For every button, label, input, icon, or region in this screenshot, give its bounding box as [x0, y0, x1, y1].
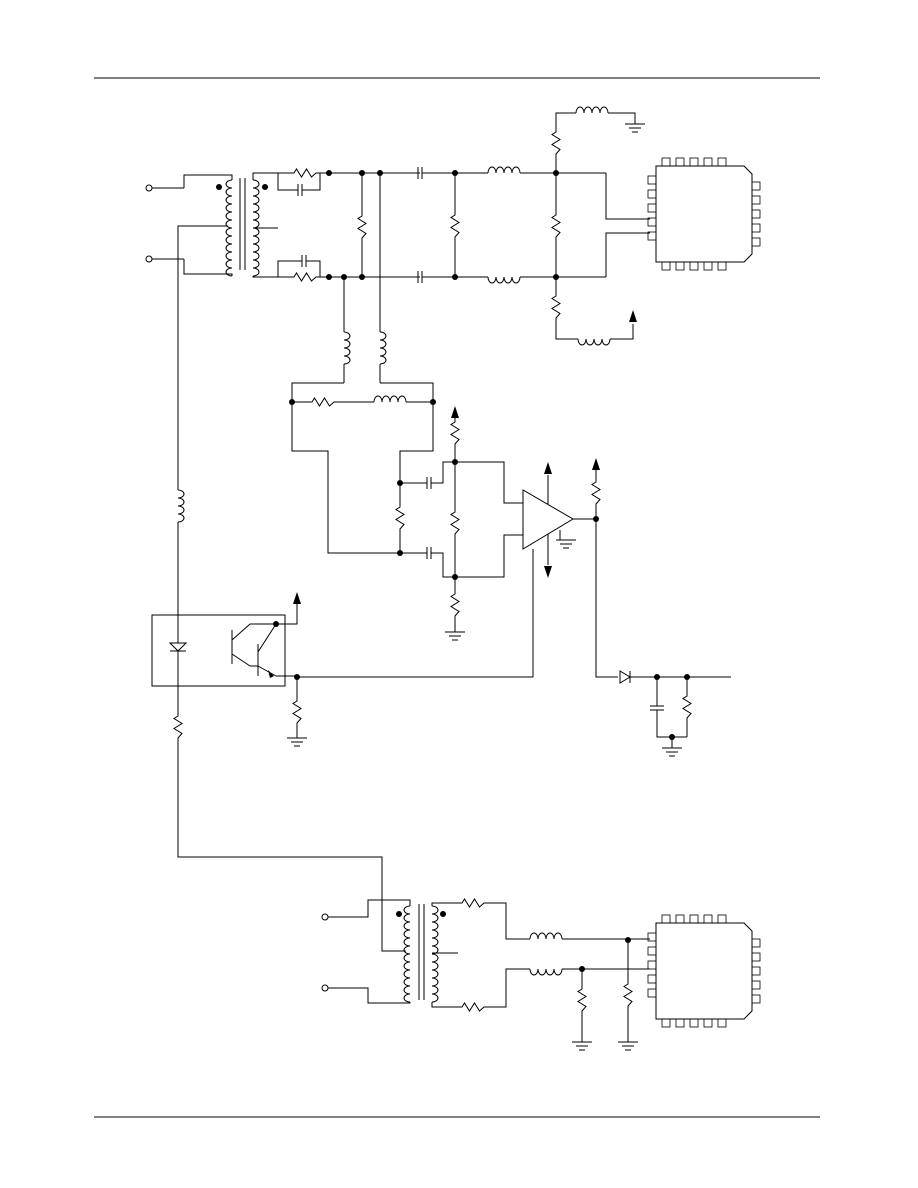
input-network-opamp [395, 406, 523, 641]
polarity-dot [440, 911, 446, 917]
series-inductors [487, 166, 606, 284]
rc-network-top [252, 168, 420, 197]
input-terminals-bottom [321, 899, 406, 1004]
polarity-dot [396, 911, 402, 917]
shunt-resistor-1 [341, 170, 383, 280]
input-terminals-top [145, 174, 228, 275]
bias-network-upper [551, 106, 646, 173]
rc-network-bottom [252, 254, 420, 282]
polarity-dot [216, 184, 222, 190]
left-vertical-rail [173, 225, 383, 900]
optocoupler [151, 592, 533, 747]
ic-package-bottom [647, 914, 761, 1028]
rectifier-output [595, 519, 731, 757]
coupling-capacitors [417, 166, 488, 284]
hybrid-network [289, 382, 436, 554]
polarity-dot [262, 184, 268, 190]
ic-package-top [647, 157, 761, 271]
output-filter-bottom [529, 932, 650, 1051]
center-tap-inductors [343, 173, 387, 383]
ic-connection-top [605, 173, 650, 277]
bias-network-lower [551, 277, 637, 346]
transformer-bottom [381, 898, 530, 1012]
transformer-top [216, 174, 278, 277]
opamp [522, 458, 601, 677]
